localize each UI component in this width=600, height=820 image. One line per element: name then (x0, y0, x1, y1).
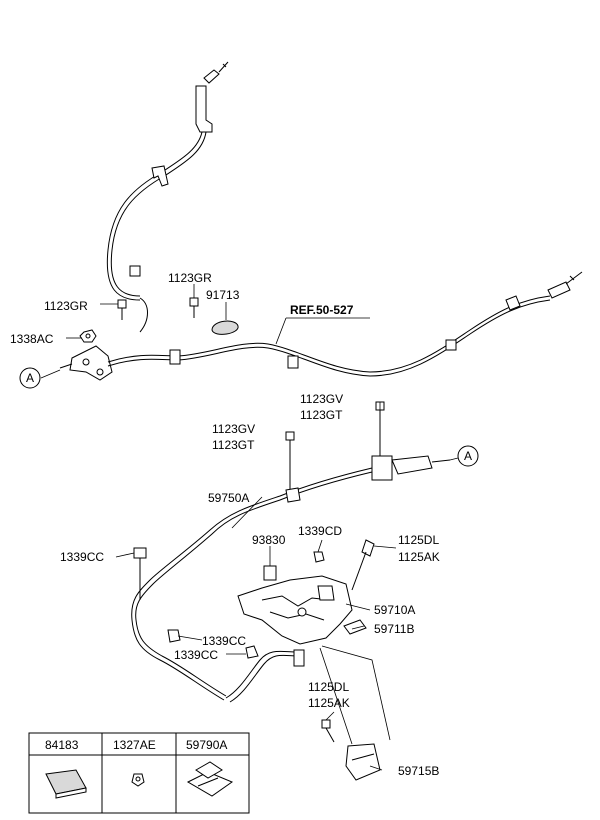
label-1125AK-low: 1125AK (308, 696, 350, 710)
label-A-right: A (464, 449, 472, 463)
label-1339CC-left: 1339CC (60, 550, 104, 564)
label-1123GR-right: 1123GR (168, 271, 212, 285)
label-1123GV-top: 1123GV (300, 392, 343, 406)
circle-a-right: A (457, 445, 479, 467)
label-ref: REF.50-527 (290, 303, 354, 317)
label-1125DL-top: 1125DL (398, 533, 439, 547)
label-1123GR-left: 1123GR (44, 299, 88, 313)
bracket-59790A-icon (186, 761, 234, 797)
label-1339CD: 1339CD (298, 524, 342, 538)
clip-1327AE-icon (131, 773, 145, 787)
label-59711B: 59711B (374, 622, 414, 636)
legend-header-1327AE: 1327AE (113, 738, 156, 752)
label-1123GT-mid: 1123GT (212, 438, 255, 452)
leaders-upper (40, 284, 370, 379)
label-1338AC: 1338AC (10, 332, 54, 346)
label-59710A: 59710A (374, 603, 415, 617)
label-1125DL-low: 1125DL (308, 680, 349, 694)
label-1123GT-top: 1123GT (300, 408, 343, 422)
legend-header-59790A: 59790A (186, 738, 227, 752)
label-59750A: 59750A (208, 491, 249, 505)
pad-84183-icon (45, 769, 87, 799)
front-cable-assembly (131, 401, 451, 781)
circle-a-left: A (19, 367, 41, 389)
label-59715B: 59715B (398, 764, 439, 778)
rear-cable-upper (59, 61, 583, 381)
callout-labels: 1123GR 1338AC 1123GR 91713 REF.50-527 A … (10, 271, 479, 778)
label-1339CC-low: 1339CC (174, 648, 218, 662)
legend-table: 84183 1327AE 59790A (28, 732, 250, 814)
legend-header-84183: 84183 (45, 738, 79, 752)
label-91713: 91713 (206, 288, 240, 302)
label-1125AK-top: 1125AK (398, 550, 440, 564)
label-1123GV-mid: 1123GV (212, 422, 255, 436)
label-1339CC-mid: 1339CC (202, 634, 246, 648)
label-93830: 93830 (252, 533, 286, 547)
leaders-lower (115, 402, 459, 771)
label-A-left: A (26, 371, 34, 385)
